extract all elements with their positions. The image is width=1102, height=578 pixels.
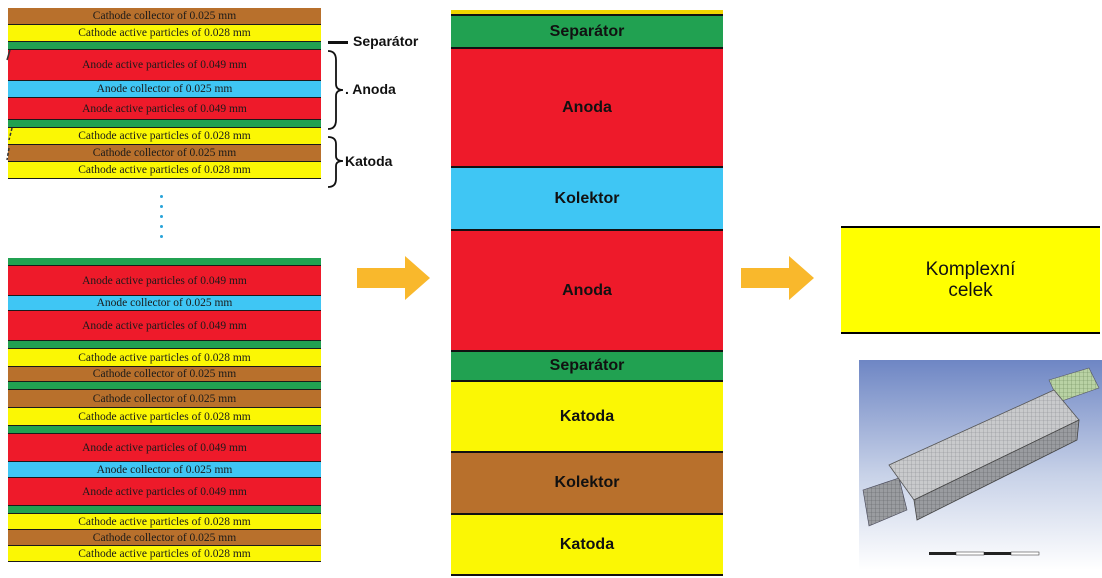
middle-stack-layer-label: Anoda bbox=[562, 98, 612, 116]
mesh-model-icon bbox=[859, 360, 1102, 570]
top-stack-red-layer: Anode active particles of 0.049 mm bbox=[8, 98, 321, 120]
middle-stack-brown-layer: Kolektor bbox=[451, 453, 723, 515]
bottom-stack-blue-layer: Anode collector of 0.025 mm bbox=[8, 296, 321, 311]
bottom-stack-layer-label: Anode active particles of 0.049 mm bbox=[82, 441, 247, 454]
middle-stack-green-layer: Separátor bbox=[451, 16, 723, 49]
bottom-stack-green-layer bbox=[8, 426, 321, 434]
right-arrow-icon bbox=[357, 256, 430, 300]
top-stack-yellow-layer: Cathode active particles of 0.028 mm bbox=[8, 162, 321, 179]
top-stack-green-layer bbox=[8, 120, 321, 128]
separator-tick bbox=[328, 41, 348, 44]
middle-stack-green-layer: Separátor bbox=[451, 352, 723, 382]
top-stack-layer-label: Cathode active particles of 0.028 mm bbox=[78, 27, 251, 39]
middle-stack-yellow-layer: Katoda bbox=[451, 515, 723, 576]
bottom-stack-red-layer: Anode active particles of 0.049 mm bbox=[8, 311, 321, 341]
top-stack-yellow-layer: Cathode active particles of 0.028 mm bbox=[8, 128, 321, 145]
edge-mark-icon bbox=[6, 49, 13, 161]
top-stack-layer-label: Cathode active particles of 0.028 mm bbox=[78, 130, 251, 142]
bottom-stack-red-layer: Anode active particles of 0.049 mm bbox=[8, 434, 321, 462]
middle-stack-layer-label: Anoda bbox=[562, 281, 612, 299]
middle-stack-layer-label: Kolektor bbox=[554, 189, 620, 207]
middle-stack-layer-label: Separátor bbox=[549, 357, 625, 374]
anode-brace-icon bbox=[327, 50, 344, 130]
middle-stack-red-layer: Anoda bbox=[451, 231, 723, 352]
bottom-stack-layer-label: Anode collector of 0.025 mm bbox=[96, 297, 233, 309]
top-stack-blue-layer: Anode collector of 0.025 mm bbox=[8, 81, 321, 98]
top-stack-layer-label: Anode active particles of 0.049 mm bbox=[82, 102, 247, 115]
left-top-layer-stack: Cathode collector of 0.025 mm Cathode act… bbox=[8, 8, 321, 185]
top-stack-green-layer bbox=[8, 42, 321, 50]
middle-stack-layer-label: Kolektor bbox=[554, 474, 620, 491]
cathode-brace-icon bbox=[327, 136, 344, 188]
top-stack-brown-layer: Cathode collector of 0.025 mm bbox=[8, 145, 321, 162]
bottom-stack-green-layer bbox=[8, 506, 321, 514]
left-bottom-layer-stack: Anode active particles of 0.049 mm Anode … bbox=[8, 258, 321, 576]
bottom-stack-brown-layer: Cathode collector of 0.025 mm bbox=[8, 367, 321, 382]
bottom-stack-layer-label: Anode active particles of 0.049 mm bbox=[82, 274, 247, 287]
bottom-stack-layer-label: Cathode collector of 0.025 mm bbox=[92, 368, 237, 380]
top-stack-layer-label: Cathode active particles of 0.028 mm bbox=[78, 164, 251, 176]
middle-stack-red-layer: Anoda bbox=[451, 49, 723, 168]
bottom-stack-red-layer: Anode active particles of 0.049 mm bbox=[8, 478, 321, 506]
bottom-stack-yellow-layer: Cathode active particles of 0.028 mm bbox=[8, 408, 321, 426]
bottom-stack-green-layer bbox=[8, 341, 321, 349]
complex-block: Komplexní celek bbox=[841, 226, 1100, 334]
bottom-stack-yellow-layer: Cathode active particles of 0.028 mm bbox=[8, 349, 321, 367]
top-stack-layer-label: Cathode collector of 0.025 mm bbox=[92, 147, 237, 159]
bottom-stack-layer-label: Anode active particles of 0.049 mm bbox=[82, 485, 247, 498]
cathode-label: Katoda bbox=[345, 153, 393, 169]
top-stack-yellow-layer: Cathode active particles of 0.028 mm bbox=[8, 25, 321, 42]
top-stack-layer-label: Anode active particles of 0.049 mm bbox=[82, 59, 247, 71]
bottom-stack-layer-label: Cathode active particles of 0.028 mm bbox=[78, 547, 251, 560]
top-stack-brown-layer: Cathode collector of 0.025 mm bbox=[8, 8, 321, 25]
anode-label: . Anoda bbox=[345, 81, 396, 97]
bottom-stack-layer-label: Cathode collector of 0.025 mm bbox=[92, 392, 237, 405]
top-stack-layer-label: Anode collector of 0.025 mm bbox=[96, 83, 233, 95]
bottom-stack-layer-label: Cathode active particles of 0.028 mm bbox=[78, 515, 251, 528]
bottom-stack-layer-label: Anode collector of 0.025 mm bbox=[96, 463, 233, 476]
bottom-stack-blue-layer: Anode collector of 0.025 mm bbox=[8, 462, 321, 478]
middle-stack-layer-label: Katoda bbox=[559, 535, 615, 553]
top-stack-layer-label: Cathode collector of 0.025 mm bbox=[92, 10, 237, 22]
bottom-stack-yellow-layer: Cathode active particles of 0.028 mm bbox=[8, 546, 321, 562]
middle-stack-yellow-layer: Katoda bbox=[451, 382, 723, 453]
bottom-stack-layer-label: Cathode active particles of 0.028 mm bbox=[78, 351, 251, 364]
middle-stack-layer-label: Separátor bbox=[549, 22, 625, 40]
middle-stack-gold-layer bbox=[451, 10, 723, 16]
top-stack-red-layer: Anode active particles of 0.049 mm bbox=[8, 50, 321, 81]
bottom-stack-brown-layer: Cathode collector of 0.025 mm bbox=[8, 530, 321, 546]
middle-stack-blue-layer: Kolektor bbox=[451, 168, 723, 231]
bottom-stack-layer-label: Anode active particles of 0.049 mm bbox=[82, 319, 247, 332]
bottom-stack-green-layer bbox=[8, 258, 321, 266]
bottom-stack-layer-label: Cathode active particles of 0.028 mm bbox=[78, 410, 251, 423]
separator-label: Separátor bbox=[353, 33, 419, 49]
complex-block-label: Komplexní celek bbox=[925, 259, 1016, 301]
bottom-stack-green-layer bbox=[8, 382, 321, 390]
continuation-dots bbox=[160, 195, 163, 245]
right-arrow-icon-2 bbox=[741, 256, 814, 300]
bottom-stack-red-layer: Anode active particles of 0.049 mm bbox=[8, 266, 321, 296]
middle-stack-layer-label: Katoda bbox=[559, 407, 615, 425]
bottom-stack-brown-layer: Cathode collector of 0.025 mm bbox=[8, 390, 321, 408]
bottom-stack-layer-label: Cathode collector of 0.025 mm bbox=[92, 531, 237, 544]
bottom-stack-yellow-layer: Cathode active particles of 0.028 mm bbox=[8, 514, 321, 530]
